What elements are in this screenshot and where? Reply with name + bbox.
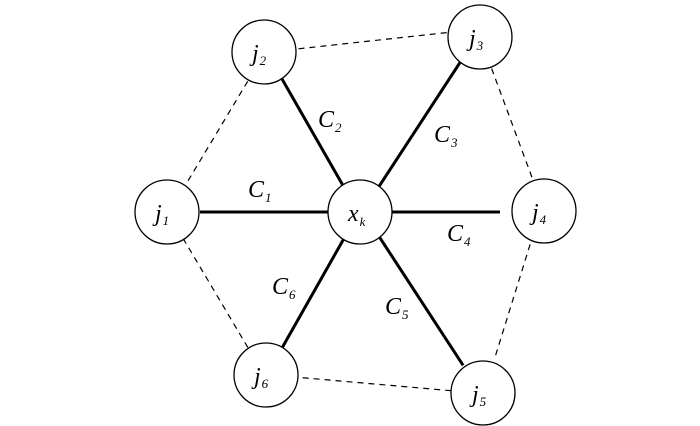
dashed-edge-j1-j2	[181, 79, 250, 191]
spoke-c4-label: C4	[447, 221, 471, 249]
node-j1-label: j1	[152, 201, 169, 228]
spoke-c1-label: C1	[248, 177, 272, 205]
dashed-edge-j3-j4	[491, 68, 533, 179]
dashed-edge-j6-j1	[182, 238, 249, 348]
spoke-c2	[278, 74, 345, 187]
node-xk	[327, 179, 393, 245]
spoke-c3	[376, 59, 463, 190]
node-j1	[134, 179, 200, 245]
node-j5-label: j5	[469, 382, 487, 409]
node-j3-label: j3	[466, 26, 484, 53]
node-j4-label: j4	[529, 200, 547, 227]
node-j6-label: j6	[251, 364, 269, 391]
dashed-edge-j5-j6	[297, 376, 452, 392]
node-j6	[233, 342, 299, 408]
spoke-c5	[376, 233, 465, 367]
spoke-c6-label: C6	[272, 274, 296, 302]
node-j3	[447, 4, 513, 70]
spoke-c6	[278, 237, 346, 353]
node-xk-label: xk	[347, 201, 366, 229]
node-j2-label: j2	[249, 41, 267, 68]
dashed-edge-j2-j3	[298, 31, 451, 50]
node-j2	[231, 19, 297, 85]
node-j5	[450, 360, 516, 426]
node-j4	[511, 178, 577, 244]
spoke-c3-label: C3	[434, 122, 458, 150]
spoke-c2-label: C2	[318, 107, 342, 135]
spoke-c5-label: C5	[385, 294, 409, 322]
dashed-edge-j4-j5	[494, 244, 531, 358]
